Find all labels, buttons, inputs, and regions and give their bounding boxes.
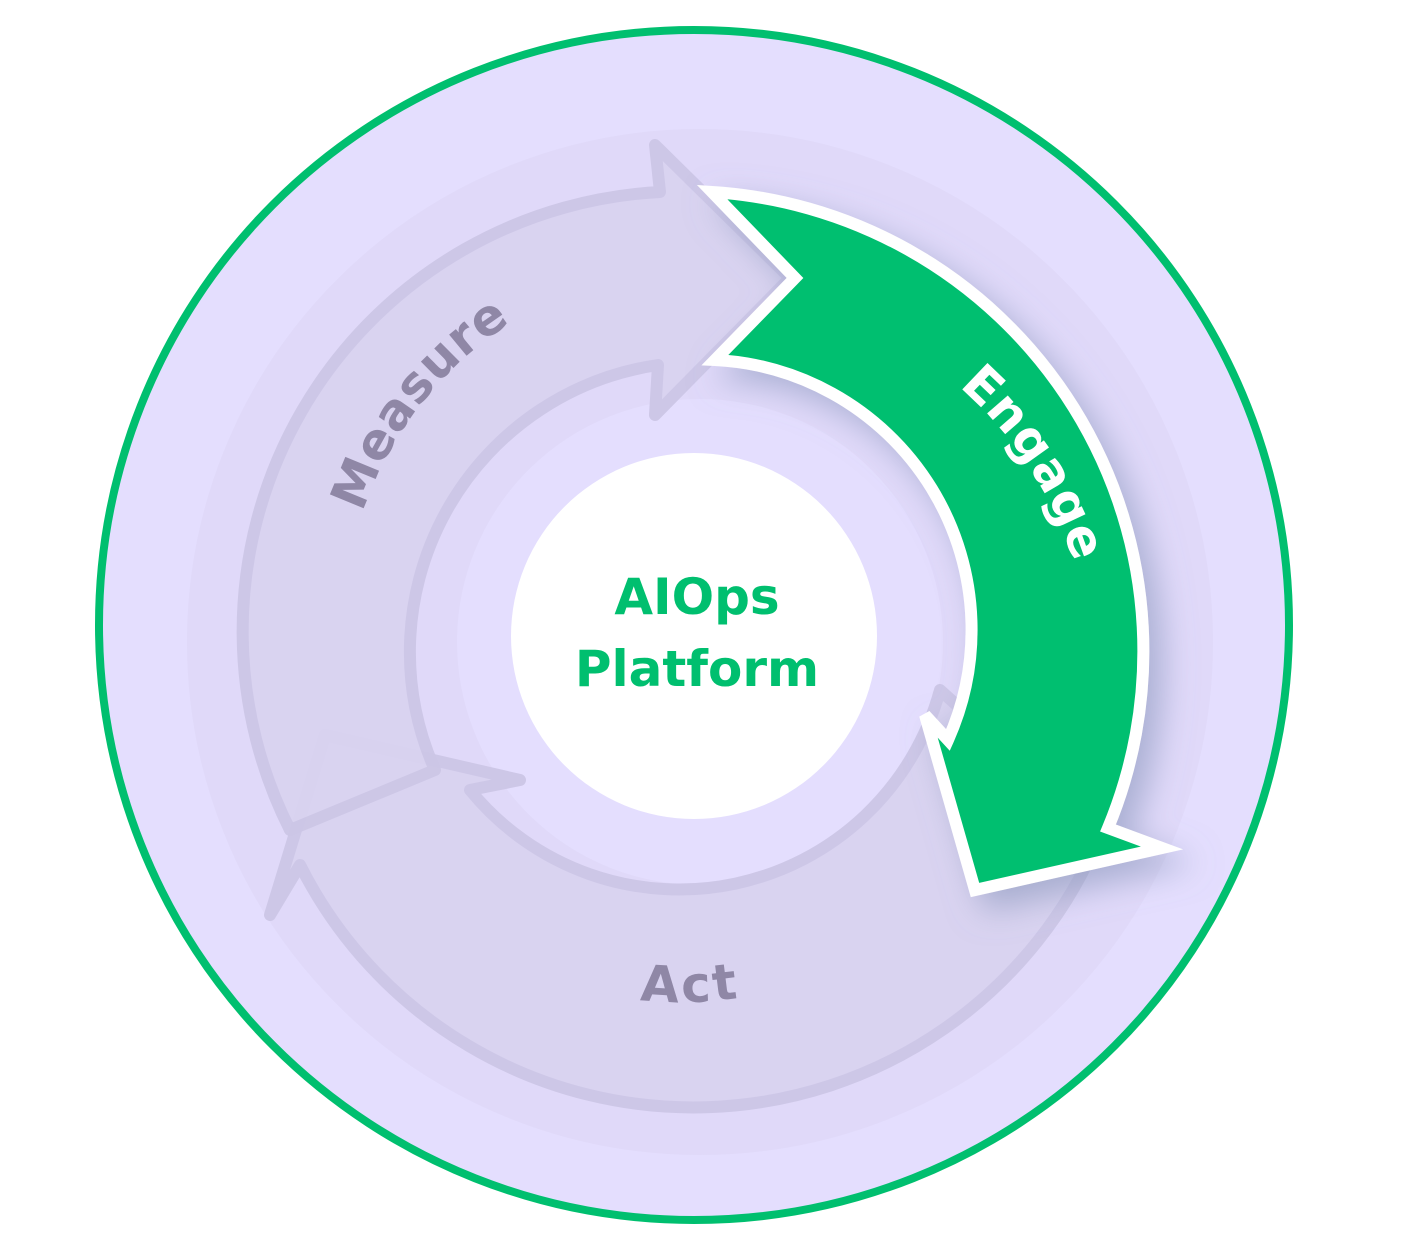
- engage-arrow: [696, 185, 1184, 898]
- center-title-line1: AIOps: [614, 568, 779, 626]
- center-title-line2: Platform: [575, 640, 819, 698]
- center-disc: [511, 453, 877, 819]
- measure-arrow: [236, 139, 796, 836]
- act-arrow: [264, 684, 1106, 1114]
- act-label: Act: [639, 952, 740, 1015]
- svg-text:Act: Act: [639, 952, 742, 1015]
